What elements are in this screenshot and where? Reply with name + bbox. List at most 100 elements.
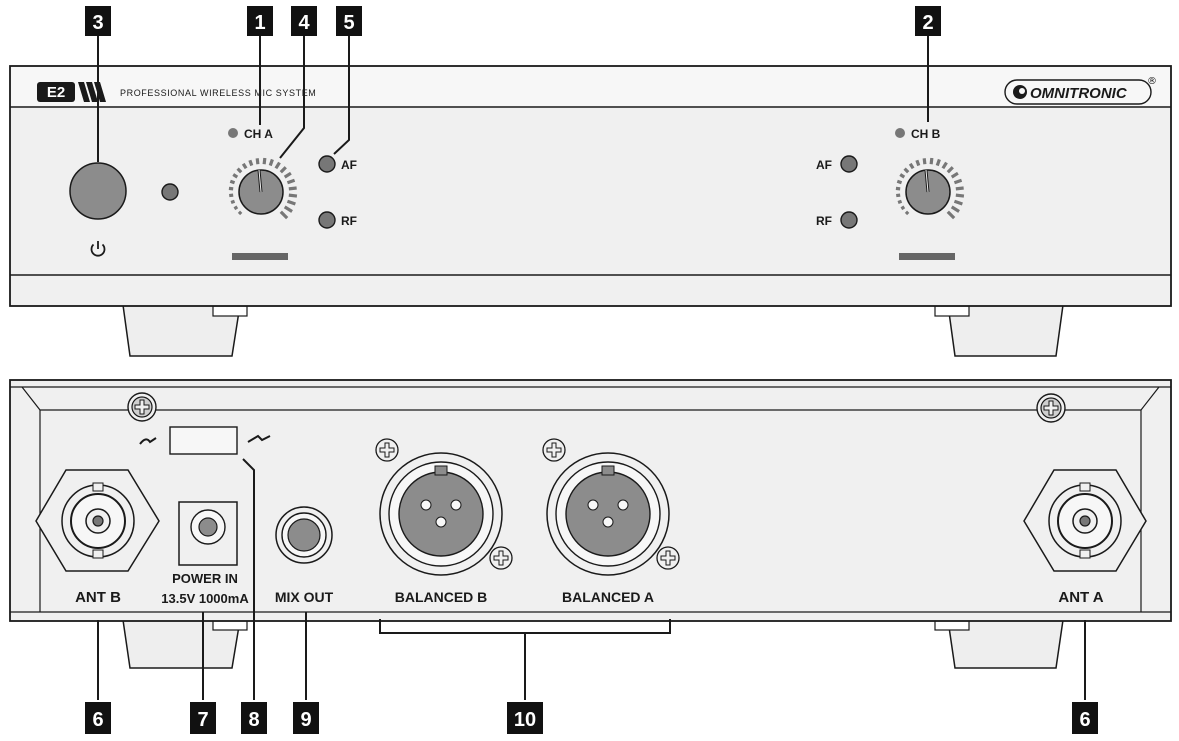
brand-name: OMNITRONIC	[1030, 85, 1128, 102]
cable-icon-right	[247, 434, 271, 443]
svg-text:9: 9	[300, 709, 311, 731]
callout-3: 3	[85, 6, 111, 36]
svg-text:7: 7	[197, 709, 208, 731]
power-in-jack[interactable]	[178, 501, 238, 566]
ant-a-connector[interactable]	[1023, 469, 1147, 572]
level-ring-tick	[897, 199, 903, 204]
balanced-a-label: BALANCED A	[562, 589, 654, 605]
svg-text:10: 10	[514, 709, 536, 731]
callout-6-left: 6	[85, 702, 111, 734]
ch-a-af-led	[318, 155, 336, 173]
level-ring-tick	[915, 159, 921, 167]
level-ring-tick	[283, 205, 293, 213]
rear-screw-right	[1036, 393, 1066, 423]
level-ring-tick	[233, 205, 239, 211]
ch-b-label: CH B	[911, 127, 941, 141]
svg-text:4: 4	[298, 12, 310, 34]
ch-b-level-ring	[895, 157, 965, 220]
callout-4: 4	[291, 6, 317, 36]
level-ring-tick	[288, 186, 297, 191]
callout-7: 7	[190, 702, 216, 734]
ch-a-af-label: AF	[341, 158, 357, 172]
svg-text:3: 3	[92, 12, 103, 34]
registered-mark: ®	[1147, 76, 1157, 87]
callout-2: 2	[915, 6, 941, 36]
level-ring-tick	[896, 179, 903, 185]
rear-screw-left	[127, 392, 157, 422]
power-icon	[90, 241, 106, 257]
ch-a-rf-led	[318, 211, 336, 229]
level-ring-tick	[955, 193, 965, 198]
front-foot-left-pad	[212, 305, 248, 317]
level-ring-tick	[283, 171, 292, 179]
level-ring-tick	[255, 158, 260, 165]
level-ring-tick	[903, 167, 910, 174]
ch-b-rf-led	[840, 211, 858, 229]
level-ring-tick	[232, 173, 239, 179]
balanced-b-label: BALANCED B	[395, 589, 488, 605]
ch-b-display-bar	[899, 253, 955, 260]
svg-text:1: 1	[254, 12, 265, 34]
ant-b-label: ANT B	[75, 589, 121, 606]
balanced-b-screw-top	[375, 438, 399, 462]
svg-text:6: 6	[92, 709, 103, 731]
rear-panel: ANT B POWER IN 13.5V 1000mA MIX OUT	[9, 379, 1172, 669]
front-foot-right-pad	[934, 305, 970, 317]
power-button[interactable]	[69, 162, 127, 220]
power-in-label: POWER IN	[172, 571, 238, 586]
level-ring-tick	[230, 199, 236, 204]
ch-b-af-led	[840, 155, 858, 173]
level-ring-tick	[953, 178, 963, 185]
level-ring-tick	[268, 158, 274, 167]
ant-a-label: ANT A	[1058, 589, 1103, 606]
level-ring-tick	[946, 166, 954, 174]
mix-out-jack[interactable]	[275, 506, 333, 564]
level-ring-tick	[955, 186, 964, 191]
level-ring-tick	[946, 210, 956, 220]
level-ring-tick	[274, 161, 281, 170]
ch-b-led	[895, 128, 905, 138]
level-ring-tick	[237, 210, 243, 216]
front-panel: E2 PROFESSIONAL WIRELESS MIC SYSTEM OMNI…	[9, 65, 1172, 357]
level-ring-tick	[941, 161, 948, 170]
balanced-b-xlr[interactable]	[379, 452, 503, 576]
level-ring-tick	[935, 158, 941, 167]
level-ring-tick	[262, 157, 267, 165]
logo-mark: E2	[47, 84, 65, 101]
power-rating-label: 13.5V 1000mA	[161, 591, 249, 606]
level-ring-tick	[900, 205, 906, 211]
balanced-a-screw-top	[542, 438, 566, 462]
ant-b-connector[interactable]	[35, 469, 160, 572]
balanced-a-screw-bottom	[656, 546, 680, 570]
ch-a-rf-label: RF	[341, 214, 357, 228]
ch-b-af-label: AF	[816, 158, 832, 172]
callout-9: 9	[293, 702, 319, 734]
level-ring-tick	[236, 167, 243, 174]
level-ring-tick	[229, 179, 236, 185]
callout-10: 10	[507, 702, 543, 734]
rear-panel-inner-frame	[21, 386, 1160, 411]
level-ring-tick	[950, 205, 960, 213]
level-ring-tick	[288, 193, 298, 198]
callout-5: 5	[336, 6, 362, 36]
level-ring-tick	[286, 178, 296, 185]
level-ring-tick	[929, 157, 934, 165]
level-ring-tick	[953, 199, 963, 206]
balanced-a-xlr[interactable]	[546, 452, 670, 576]
level-ring-tick	[241, 162, 248, 170]
level-ring-tick	[279, 166, 287, 174]
ch-a-led	[228, 128, 238, 138]
svg-text:6: 6	[1079, 709, 1090, 731]
ch-a-display-bar	[232, 253, 288, 260]
cable-icon-left	[139, 437, 157, 445]
level-ring-tick	[922, 158, 927, 165]
ch-a-label: CH A	[244, 127, 273, 141]
level-ring-tick	[286, 199, 296, 206]
level-ring-tick	[279, 210, 289, 220]
product-line-label: PROFESSIONAL WIRELESS MIC SYSTEM	[120, 88, 316, 98]
mix-out-label: MIX OUT	[275, 589, 334, 605]
ch-a-level-ring	[228, 157, 298, 220]
callout-6-right: 6	[1072, 702, 1098, 734]
balanced-b-screw-bottom	[489, 546, 513, 570]
svg-text:8: 8	[248, 709, 259, 731]
